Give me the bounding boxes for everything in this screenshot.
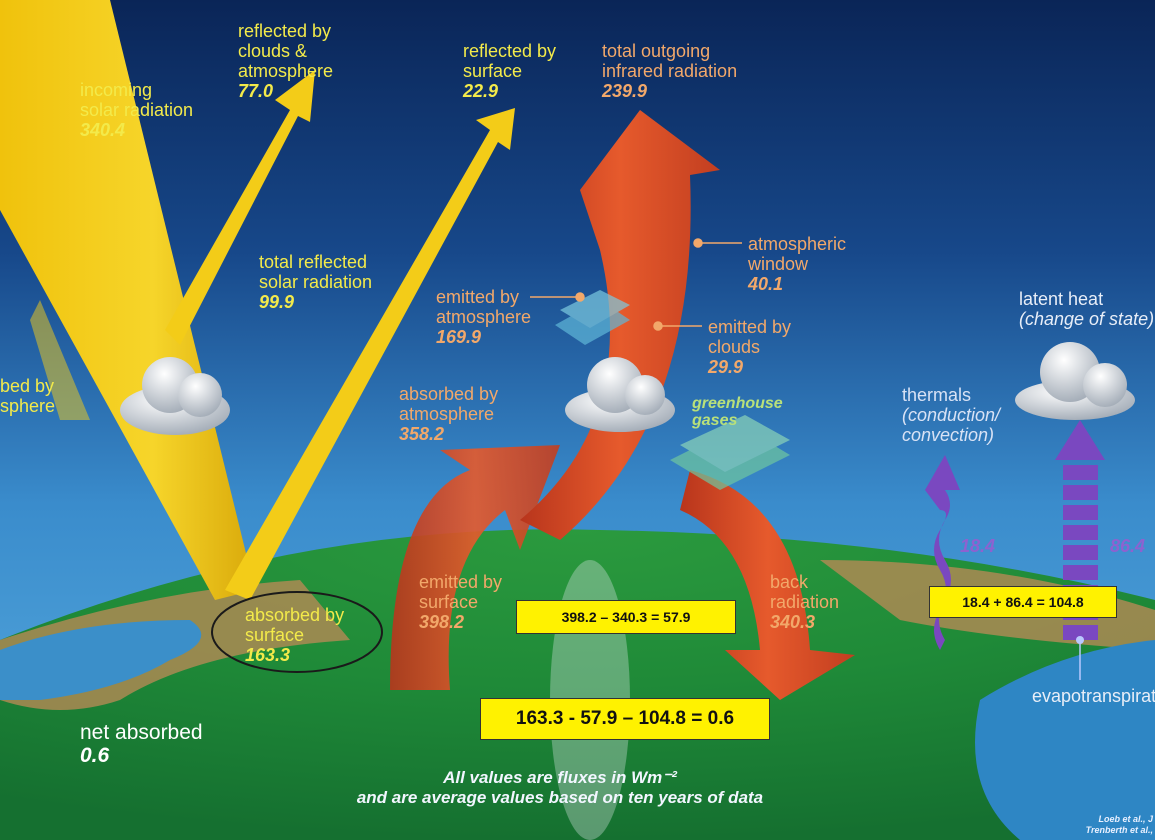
evapotranspiration-value: 86.4 xyxy=(1110,536,1146,556)
back-radiation-arrow xyxy=(680,470,855,700)
incoming-solar-beam xyxy=(0,0,255,600)
reflected-clouds-arrow xyxy=(165,70,315,345)
cloud-icon xyxy=(120,357,230,435)
greenhouse-gases-icon xyxy=(555,290,790,490)
cloud-icon xyxy=(1015,342,1135,420)
equation-turbulent-box: 18.4 + 86.4 = 104.8 xyxy=(929,586,1117,618)
reflected-surface-arrow xyxy=(225,108,515,600)
label-evapotranspiration: evapotranspiration xyxy=(1032,686,1155,706)
cloud-icon xyxy=(565,357,675,432)
equation-net-box: 163.3 - 57.9 – 104.8 = 0.6 xyxy=(480,698,770,740)
absorbed-surface-highlight xyxy=(211,591,383,673)
surface-emitted-arrow xyxy=(390,445,560,690)
ocean-left xyxy=(0,620,202,700)
label-thermals: thermals(conduction/convection) xyxy=(902,385,1001,445)
equation-longwave-box: 398.2 – 340.3 = 57.9 xyxy=(516,600,736,634)
label-latent-heat: latent heat(change of state) xyxy=(1019,289,1155,329)
thermals-arrow xyxy=(925,455,960,650)
ocean-right xyxy=(975,640,1155,840)
thermals-value: 18.4 xyxy=(960,536,996,556)
